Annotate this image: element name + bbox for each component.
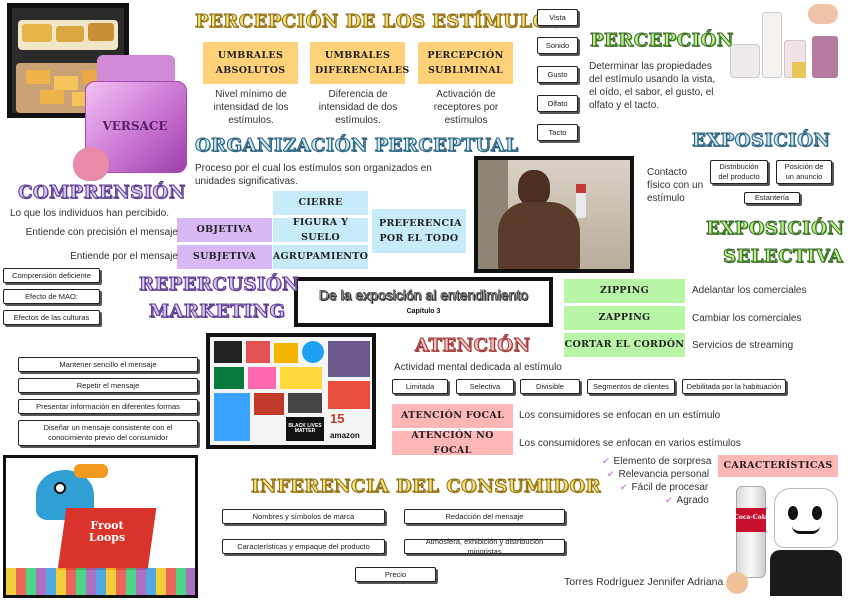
caracteristica-label-4: Agrado bbox=[676, 495, 709, 506]
sense-sonido: Sonido bbox=[537, 37, 578, 54]
brand-collage: BLACK LIVES MATTER 15 amazon bbox=[206, 333, 376, 449]
bullet-icon: ✔ bbox=[620, 482, 628, 492]
comprension-line-1: Lo que los individuos han percibido. bbox=[10, 208, 169, 219]
percepcion-subliminal-label: PERCEPCIÓN SUBLIMINAL bbox=[427, 49, 504, 76]
repercusion-pill-sencillo: Mantener sencillo el mensaje bbox=[18, 357, 198, 372]
percepcion-subliminal-desc: Activación de receptores por estímulos bbox=[433, 89, 499, 126]
cell-preferencia-label: PREFERENCIA POR EL TODO bbox=[379, 217, 462, 244]
sense-vista: Vista bbox=[537, 9, 578, 26]
percepcion-title: PERCEPCIÓN bbox=[590, 30, 734, 52]
sense-olfato: Olfato bbox=[537, 95, 578, 112]
exposicion-contact: Contacto físico con un estímulo bbox=[647, 167, 704, 204]
bullet-icon: ✔ bbox=[665, 495, 673, 505]
caracteristica-item-1: ✔Elemento de sorpresa bbox=[602, 455, 711, 468]
umbrales-diferenciales-desc: Diferencia de intensidad de dos estímulo… bbox=[318, 89, 398, 126]
comprension-line-2: Entiende con precisión el mensaje bbox=[25, 227, 178, 238]
comprension-pill-deficiente: Comprensión deficiente bbox=[3, 268, 100, 283]
cell-objetiva: OBJETIVA bbox=[177, 218, 272, 242]
collage-blm: BLACK LIVES MATTER bbox=[286, 417, 324, 441]
comprension-line-3: Entiende por el mensaje bbox=[70, 251, 178, 262]
comprension-pill-culturas: Efectos de las culturas bbox=[3, 310, 100, 325]
cortar-cordon-desc: Servicios de streaming bbox=[692, 340, 794, 351]
center-subtitle: Capítulo 3 bbox=[406, 308, 441, 315]
exposicion-pill-distribucion: Distribución del producto bbox=[710, 160, 768, 184]
comprension-pill-mao: Efecto de MAO: bbox=[3, 289, 100, 304]
atencion-title: ATENCIÓN bbox=[414, 335, 531, 357]
sense-gusto: Gusto bbox=[537, 66, 578, 83]
caracteristica-item-4: ✔Agrado bbox=[665, 494, 709, 507]
collage-amazon: amazon bbox=[330, 431, 360, 440]
atencion-pill-segmentos: Segmentos de clientes bbox=[587, 379, 675, 394]
zipping-desc: Adelantar los comerciales bbox=[692, 285, 807, 296]
exposicion-pill-estanteria: Estantería bbox=[744, 192, 800, 204]
exposicion-selectiva-title-1: EXPOSICIÓN bbox=[705, 218, 845, 240]
repercusion-title-1: REPERCUSIÓN bbox=[139, 274, 299, 296]
atencion-pill-limitada: Limitada bbox=[392, 379, 448, 394]
umbrales-absolutos-desc: Nivel mínimo de intensidad de los estímu… bbox=[213, 89, 289, 126]
athlete-photo bbox=[474, 156, 634, 273]
repercusion-pill-repetir: Repetir el mensaje bbox=[18, 378, 198, 393]
cell-figura-suelo: FIGURA Y SUELO bbox=[273, 217, 368, 243]
center-title-box: De la exposición al entendimiento Capítu… bbox=[294, 277, 553, 327]
inferencia-pill-precio: Precio bbox=[355, 567, 436, 582]
cell-cierre: CIERRE bbox=[273, 191, 368, 215]
caracteristica-label-2: Relevancia personal bbox=[618, 469, 710, 480]
inferencia-pill-atmosfera: Atmósfera, exhibición y distribución min… bbox=[404, 537, 565, 556]
caracteristica-item-3: ✔Fácil de procesar bbox=[620, 481, 708, 494]
caracteristicas-box: CARACTERÍSTICAS bbox=[718, 455, 838, 477]
sense-tacto: Tacto bbox=[537, 124, 578, 141]
percepcion-subliminal-box: PERCEPCIÓN SUBLIMINAL bbox=[418, 42, 513, 84]
atencion-pill-selectiva: Selectiva bbox=[456, 379, 514, 394]
umbrales-absolutos-box: UMBRALES ABSOLUTOS bbox=[203, 42, 298, 84]
atencion-focal-box: ATENCIÓN FOCAL bbox=[392, 404, 513, 428]
bullet-icon: ✔ bbox=[602, 456, 610, 466]
atencion-desc: Actividad mental dedicada al estímulo bbox=[394, 362, 562, 373]
collage-15: 15 bbox=[330, 411, 345, 426]
exposicion-title: EXPOSICIÓN bbox=[691, 130, 831, 152]
cell-agrupamiento: AGRUPAMIENTO bbox=[273, 245, 368, 269]
atencion-nofocal-box: ATENCIÓN NO FOCAL bbox=[392, 430, 513, 456]
umbrales-diferenciales-label: UMBRALES DIFERENCIALES bbox=[315, 49, 410, 76]
perfume-label: VERSACE bbox=[102, 119, 168, 133]
repercusion-title-2: MARKETING bbox=[148, 301, 286, 323]
comprension-title: COMPRENSIÓN bbox=[18, 182, 186, 204]
percepcion-estimulos-title: PERCEPCIÓN DE LOS ESTÍMULOS bbox=[194, 11, 563, 33]
caracteristica-label-3: Fácil de procesar bbox=[631, 482, 709, 493]
perfume-image: VERSACE bbox=[73, 55, 195, 185]
umbrales-diferenciales-box: UMBRALES DIFERENCIALES bbox=[310, 42, 410, 84]
zapping-desc: Cambiar los comerciales bbox=[692, 313, 802, 324]
zapping-box: ZAPPING bbox=[564, 306, 685, 330]
cosmetics-image bbox=[726, 4, 844, 82]
inferencia-pill-nombres: Nombres y símbolos de marca bbox=[222, 509, 385, 524]
exposicion-selectiva-title-2: SELECTIVA bbox=[722, 246, 844, 268]
organizacion-desc: Proceso por el cual los estímulos son or… bbox=[195, 163, 432, 187]
repercusion-pill-formas: Presentar información en diferentes form… bbox=[18, 399, 198, 414]
umbrales-absolutos-label: UMBRALES ABSOLUTOS bbox=[215, 49, 286, 76]
atencion-focal-desc: Los consumidores se enfocan en un estímu… bbox=[519, 410, 721, 421]
cereal-image: Froot Loops bbox=[3, 455, 198, 598]
inferencia-pill-redaccion: Redacción del mensaje bbox=[404, 509, 565, 524]
cell-preferencia-todo: PREFERENCIA POR EL TODO bbox=[372, 209, 466, 253]
inferencia-title: INFERENCIA DEL CONSUMIDOR bbox=[251, 476, 601, 498]
cocacola-label: Coca-Cola bbox=[734, 514, 768, 521]
repercusion-pill-consistente: Diseñar un mensaje consistente con el co… bbox=[18, 420, 198, 446]
organizacion-title: ORGANIZACIÓN PERCEPTUAL bbox=[195, 135, 519, 157]
caracteristica-label-1: Elemento de sorpresa bbox=[613, 456, 712, 467]
cereal-brand-text: Froot Loops bbox=[88, 519, 126, 545]
atencion-nofocal-desc: Los consumidores se enfocan en varios es… bbox=[519, 438, 741, 449]
cell-subjetiva: SUBJETIVA bbox=[177, 245, 272, 269]
percepcion-desc: Determinar las propiedades del estímulo … bbox=[589, 61, 716, 111]
author-name: Torres Rodríguez Jennifer Adriana bbox=[564, 576, 724, 588]
atencion-pill-habituacion: Debilitada por la habituación bbox=[682, 379, 786, 394]
cocacola-marshmello-image: Coca-Cola bbox=[722, 480, 844, 598]
atencion-pill-divisible: Divisible bbox=[520, 379, 580, 394]
caracteristica-item-2: ✔Relevancia personal bbox=[607, 468, 709, 481]
cortar-cordon-box: CORTAR EL CORDÓN bbox=[564, 333, 685, 357]
bullet-icon: ✔ bbox=[607, 469, 615, 479]
exposicion-pill-posicion: Posición de un anuncio bbox=[776, 160, 832, 184]
center-title: De la exposición al entendimiento bbox=[318, 287, 529, 304]
inferencia-pill-empaque: Características y empaque del producto bbox=[222, 539, 385, 554]
zipping-box: ZIPPING bbox=[564, 279, 685, 303]
